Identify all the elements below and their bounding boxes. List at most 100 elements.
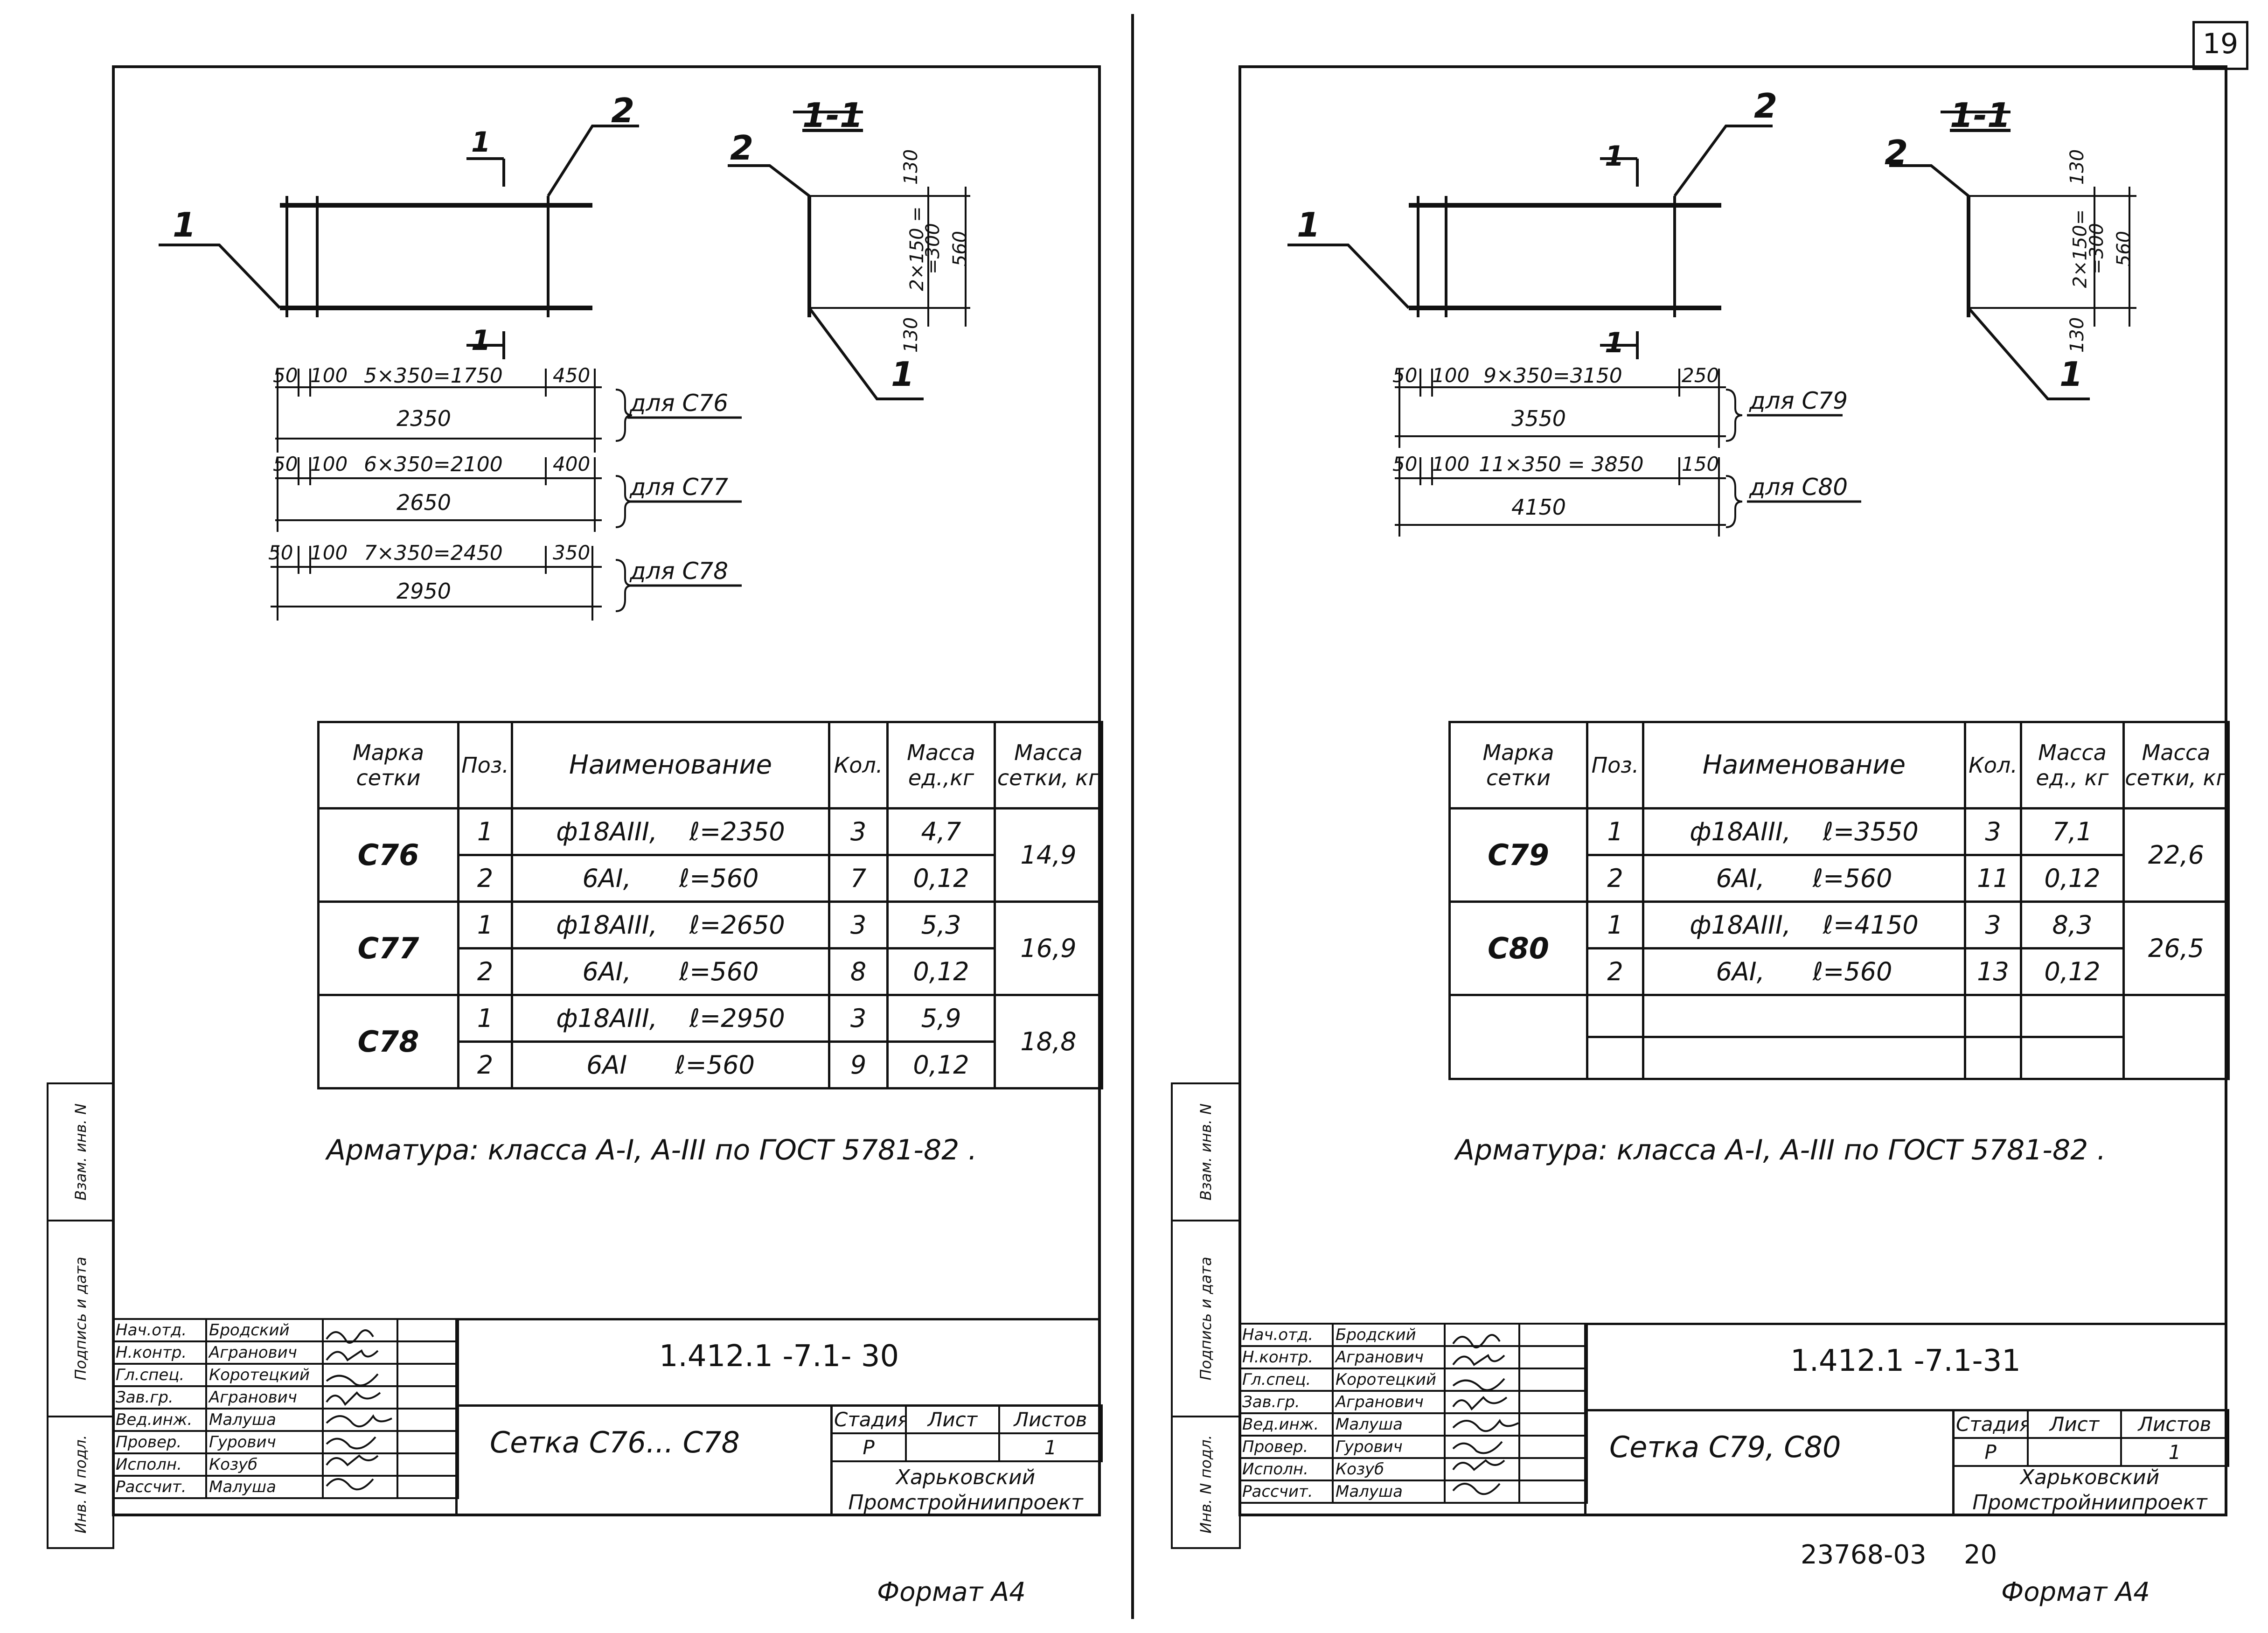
name-cell: Козуб xyxy=(205,1452,324,1477)
table-cell-empty xyxy=(1964,994,2022,1038)
right-drawing-code: 1.412.1 -7.1-31 xyxy=(1790,1344,2021,1378)
stage-header: Стадия xyxy=(830,1404,907,1434)
right-dim2-100: 100 xyxy=(1432,453,1470,475)
name-cell: Агранович xyxy=(1332,1390,1446,1414)
right-dim1-50: 50 xyxy=(1392,364,1418,387)
role-cell: Исполн. xyxy=(1238,1457,1334,1481)
bar-length: ℓ=4150 xyxy=(1823,910,1919,940)
table-cell: 5,3 xyxy=(886,900,996,949)
signature-mark xyxy=(1452,1441,1503,1454)
table-cell: 1 xyxy=(457,807,513,856)
left-dim2-total: 2650 xyxy=(397,490,452,515)
table-cell-empty xyxy=(2020,994,2125,1038)
role-cell: Провер. xyxy=(1238,1435,1334,1459)
signature-mark xyxy=(326,1349,379,1361)
name-cell: Малуша xyxy=(205,1408,324,1432)
signature-cell xyxy=(1444,1368,1520,1392)
right-drawing-title: Сетка С79, С80 xyxy=(1609,1430,1841,1464)
table-cell-empty xyxy=(1642,994,1966,1038)
left-dim2-span: 6×350=2100 xyxy=(364,453,503,476)
table-cell: ф18АIII, ℓ=2950 xyxy=(511,994,830,1043)
right-th-mass: Масса ед., кг xyxy=(2020,721,2125,810)
table-cell-empty xyxy=(1642,1036,1966,1080)
bar-length: ℓ=2950 xyxy=(689,1004,785,1033)
table-cell-empty xyxy=(1586,1036,1644,1080)
signature-cell xyxy=(1444,1457,1520,1481)
bar-length: ℓ=560 xyxy=(1812,864,1892,893)
table-cell: ф18АIII, ℓ=3550 xyxy=(1642,807,1966,856)
left-format: Формат А4 xyxy=(877,1577,1026,1607)
table-cell: 0,12 xyxy=(2020,854,2125,903)
bar-name: ф18АIII, xyxy=(556,817,658,846)
right-section-label: 1-1 xyxy=(1950,96,2011,135)
right-title-block-roles: Нач.отд.Бродский Н.контр.Агранович Гл.сп… xyxy=(1238,1323,1588,1504)
right-dim1-end: 250 xyxy=(1682,364,1719,387)
table-cell: 6АI, ℓ=560 xyxy=(511,854,830,903)
table-cell: 2 xyxy=(1586,947,1644,996)
right-th-total: Масса сетки, кг xyxy=(2122,721,2230,810)
name-cell: Малуша xyxy=(1332,1479,1446,1504)
right-section-mark-top: 1 xyxy=(1605,140,1624,173)
table-cell-empty xyxy=(1964,1036,2022,1080)
role-cell: Исполн. xyxy=(112,1452,207,1477)
left-dim1-span: 5×350=1750 xyxy=(364,364,503,388)
right-th-qty: Кол. xyxy=(1964,721,2022,810)
left-dim1-for: для С76 xyxy=(630,390,729,417)
role-cell: Гл.спец. xyxy=(1238,1368,1334,1392)
left-stage-frame-line xyxy=(830,1404,833,1516)
table-cell: 3 xyxy=(828,900,889,949)
table-cell: 3 xyxy=(1964,807,2022,856)
left-section-label: 1-1 xyxy=(802,96,863,135)
stage-header: Стадия xyxy=(1952,1409,2029,1439)
table-cell: 8,3 xyxy=(2020,900,2125,949)
table-cell: 0,12 xyxy=(886,947,996,996)
right-section-pos1: 1 xyxy=(2059,355,2083,394)
bar-name: ф18АIII, xyxy=(1690,817,1791,846)
bar-name: 6АI xyxy=(586,1050,627,1080)
date-cell xyxy=(397,1408,459,1432)
table-cell: 3 xyxy=(828,994,889,1043)
name-cell: Агранович xyxy=(205,1385,324,1410)
right-reinforcement-note: Арматура: класса А-I, А-III по ГОСТ 5781… xyxy=(1455,1134,2106,1166)
table-cell: 6АI, ℓ=560 xyxy=(1642,947,1966,996)
name-cell: Коротецкий xyxy=(205,1363,324,1387)
name-cell: Гурович xyxy=(1332,1435,1446,1459)
table-cell: ф18АIII, ℓ=2650 xyxy=(511,900,830,949)
table-cell: 6АI, ℓ=560 xyxy=(511,947,830,996)
left-th-pos: Поз. xyxy=(457,721,513,810)
left-dim2-end: 400 xyxy=(553,453,591,475)
signature-mark xyxy=(1452,1396,1508,1411)
left-dim2-for: для С77 xyxy=(630,474,729,501)
left-dim2-50: 50 xyxy=(273,453,298,475)
signature-cell xyxy=(322,1430,398,1454)
date-cell xyxy=(1518,1435,1588,1459)
left-section-pos2: 2 xyxy=(730,128,754,167)
left-dim3-end: 350 xyxy=(553,541,591,564)
bar-name: ф18АIII, xyxy=(556,1004,658,1033)
sidebar-cell-inventory: Инв. N подл. xyxy=(49,1416,112,1551)
center-divider xyxy=(1131,14,1134,1619)
signature-cell xyxy=(1444,1479,1520,1504)
left-mark-c76: С76 xyxy=(317,807,459,903)
signature-mark xyxy=(326,1373,379,1387)
table-cell: 0,12 xyxy=(2020,947,2125,996)
table-cell: 1 xyxy=(457,994,513,1043)
table-cell: 3 xyxy=(828,807,889,856)
left-mark-c77: С77 xyxy=(317,900,459,996)
bar-name: 6АI, xyxy=(582,864,631,893)
right-archive-number: 23768-03 xyxy=(1801,1540,1927,1570)
table-cell: 1 xyxy=(1586,807,1644,856)
table-cell: 0,12 xyxy=(886,1040,996,1089)
left-total-c77: 16,9 xyxy=(994,900,1103,996)
table-cell: 6АI, ℓ=560 xyxy=(1642,854,1966,903)
sheets-value: 1 xyxy=(998,1432,1103,1462)
table-cell: 9 xyxy=(828,1040,889,1089)
left-dim3-total: 2950 xyxy=(397,579,452,604)
date-cell xyxy=(397,1340,459,1365)
table-cell: 13 xyxy=(1964,947,2022,996)
